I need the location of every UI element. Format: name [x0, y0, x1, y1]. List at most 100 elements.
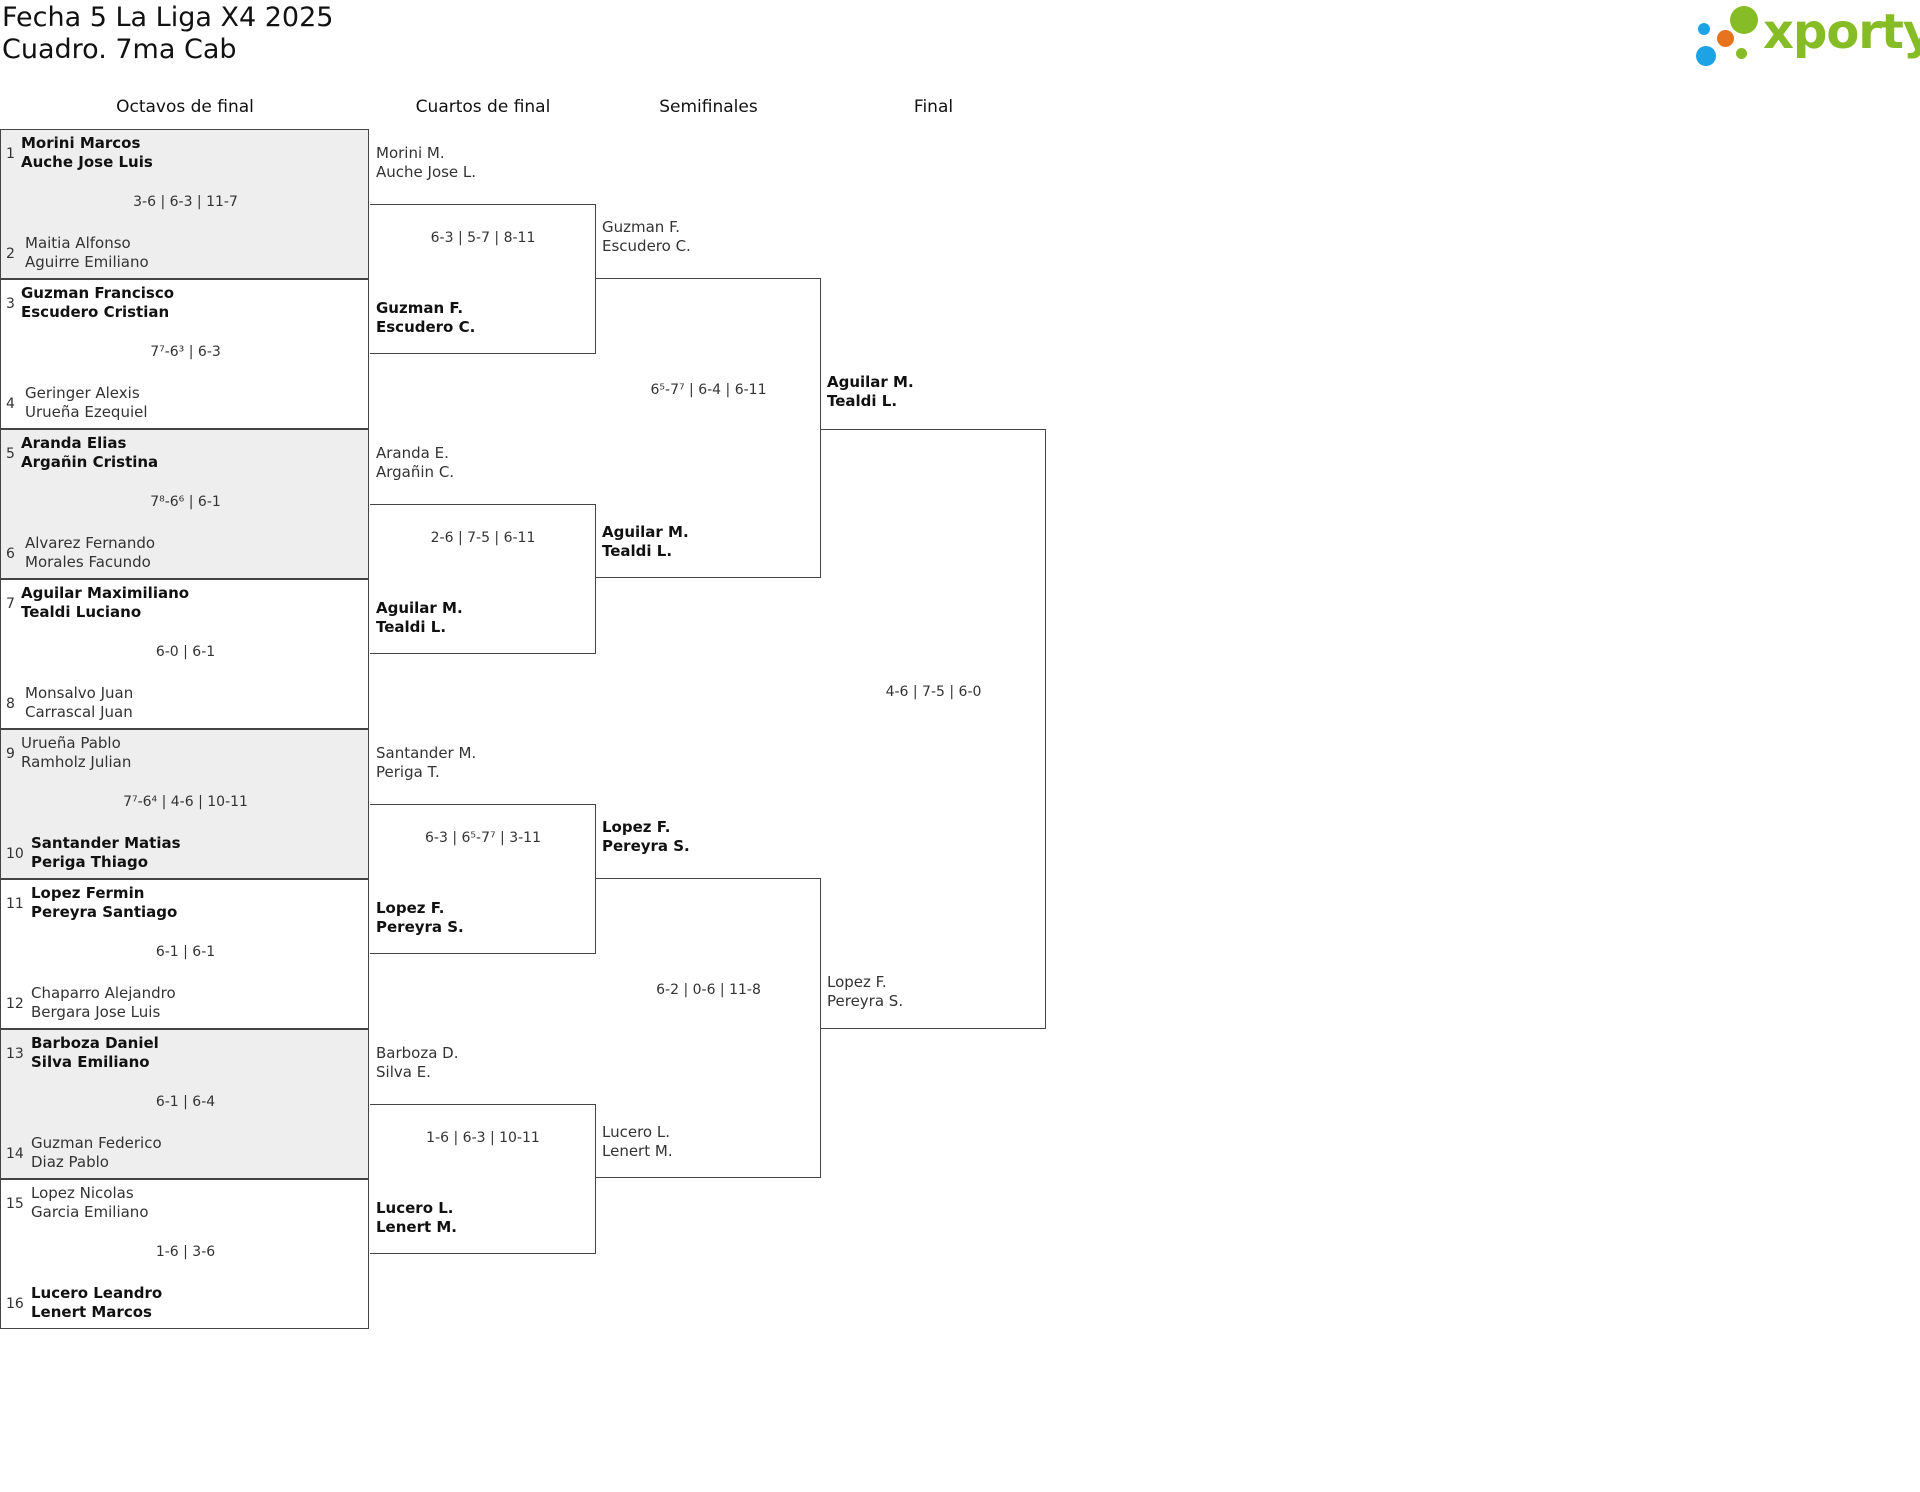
team-player-2: Morales Facundo [25, 553, 151, 571]
team-player-1: Guzman Federico [31, 1134, 162, 1152]
seed-number: 11 [6, 896, 24, 912]
match-score: 7⁸-6⁶ | 6-1 [150, 494, 221, 510]
team-player-2: Auche Jose Luis [21, 153, 153, 171]
team-player-1: Lucero L. [602, 1123, 670, 1141]
team-player-1: Morini M. [376, 144, 445, 162]
team-player-1: Santander Matias [31, 834, 181, 852]
team-player-1: Lopez Nicolas [31, 1184, 134, 1202]
seed-number: 14 [6, 1146, 24, 1162]
bracket-connector [370, 1104, 596, 1254]
logo-dot-icon [1736, 48, 1747, 59]
team-player-2: Garcia Emiliano [31, 1203, 149, 1221]
logo-dot-icon [1717, 30, 1734, 47]
team-player-1: Aguilar M. [827, 373, 914, 391]
bracket-connector [821, 429, 1046, 1029]
team-player-2: Bergara Jose Luis [31, 1003, 161, 1021]
team-player-2: Silva E. [376, 1063, 431, 1081]
team-player-2: Auche Jose L. [376, 163, 477, 181]
bracket-connector [370, 204, 596, 354]
page-subtitle: Cuadro. 7ma Cab [2, 34, 237, 65]
seed-number: 3 [6, 296, 15, 312]
team-player-2: Ramholz Julian [21, 753, 132, 771]
team-player-2: Argañin C. [376, 463, 455, 481]
seed-number: 6 [6, 546, 15, 562]
team-player-1: Lopez F. [602, 818, 671, 836]
team-player-2: Periga Thiago [31, 853, 149, 871]
match-score: 6-3 | 5-7 | 8-11 [430, 230, 536, 246]
team-player-2: Urueña Ezequiel [25, 403, 148, 421]
team-player-1: Aranda Elias [21, 434, 127, 452]
team-player-2: Pereyra Santiago [31, 903, 178, 921]
team-player-2: Pereyra S. [827, 992, 904, 1010]
team-player-1: Guzman F. [376, 299, 464, 317]
team-player-1: Aguilar Maximiliano [21, 584, 190, 602]
team-player-2: Tealdi L. [602, 542, 673, 560]
match-score: 1-6 | 3-6 [155, 1244, 216, 1260]
team-player-1: Barboza D. [376, 1044, 459, 1062]
team-player-2: Pereyra S. [602, 837, 690, 855]
logo-dot-icon [1730, 6, 1758, 34]
match-score: 7⁷-6³ | 6-3 [150, 344, 221, 360]
team-player-1: Aranda E. [376, 444, 449, 462]
team-player-2: Escudero Cristian [21, 303, 170, 321]
team-player-1: Aguilar M. [376, 599, 463, 617]
seed-number: 4 [6, 396, 15, 412]
match-score: 6-3 | 6⁵-7⁷ | 3-11 [425, 830, 541, 846]
team-player-2: Escudero C. [602, 237, 691, 255]
match-score: 7⁷-6⁴ | 4-6 | 10-11 [123, 794, 248, 810]
team-player-1: Lopez F. [376, 899, 445, 917]
team-player-2: Aguirre Emiliano [25, 253, 149, 271]
seed-number: 13 [6, 1046, 24, 1062]
round-header-cuartos: Cuartos de final [415, 97, 551, 117]
team-player-1: Barboza Daniel [31, 1034, 159, 1052]
seed-number: 8 [6, 696, 15, 712]
team-player-2: Diaz Pablo [31, 1153, 109, 1171]
logo-dot-icon [1696, 46, 1716, 66]
team-player-1: Alvarez Fernando [25, 534, 156, 552]
team-player-1: Guzman F. [602, 218, 681, 236]
seed-number: 7 [6, 596, 15, 612]
team-player-2: Tealdi L. [376, 618, 447, 636]
team-player-2: Tealdi L. [827, 392, 898, 410]
team-player-1: Lucero Leandro [31, 1284, 163, 1302]
team-player-2: Argañin Cristina [21, 453, 159, 471]
bracket-connector [596, 878, 821, 1178]
round-header-octavos: Octavos de final [116, 97, 254, 117]
team-player-1: Guzman Francisco [21, 284, 175, 302]
logo-text: xporty [1763, 4, 1920, 60]
match-score: 3-6 | 6-3 | 11-7 [133, 194, 238, 210]
team-player-2: Carrascal Juan [25, 703, 133, 721]
team-player-2: Lenert Marcos [31, 1303, 152, 1321]
xporty-logo[interactable]: xporty [1695, 4, 1920, 66]
match-score: 2-6 | 7-5 | 6-11 [430, 530, 536, 546]
match-score: 4-6 | 7-5 | 6-0 [885, 684, 982, 700]
team-player-2: Pereyra S. [376, 918, 464, 936]
team-player-1: Lopez Fermin [31, 884, 145, 902]
team-player-1: Santander M. [376, 744, 477, 762]
match-score: 6-1 | 6-4 [155, 1094, 216, 1110]
team-player-1: Lucero L. [376, 1199, 454, 1217]
seed-number: 16 [6, 1296, 24, 1312]
team-player-2: Silva Emiliano [31, 1053, 150, 1071]
seed-number: 1 [6, 146, 15, 162]
seed-number: 2 [6, 246, 15, 262]
match-score: 6-0 | 6-1 [155, 644, 216, 660]
seed-number: 15 [6, 1196, 24, 1212]
team-player-1: Aguilar M. [602, 523, 689, 541]
team-player-2: Lenert M. [602, 1142, 673, 1160]
round-header-final: Final [913, 97, 954, 117]
bracket-connector [596, 278, 821, 578]
team-player-1: Morini Marcos [21, 134, 141, 152]
team-player-2: Lenert M. [376, 1218, 457, 1236]
team-player-2: Periga T. [376, 763, 440, 781]
team-player-1: Monsalvo Juan [25, 684, 134, 702]
match-score: 6-1 | 6-1 [155, 944, 216, 960]
